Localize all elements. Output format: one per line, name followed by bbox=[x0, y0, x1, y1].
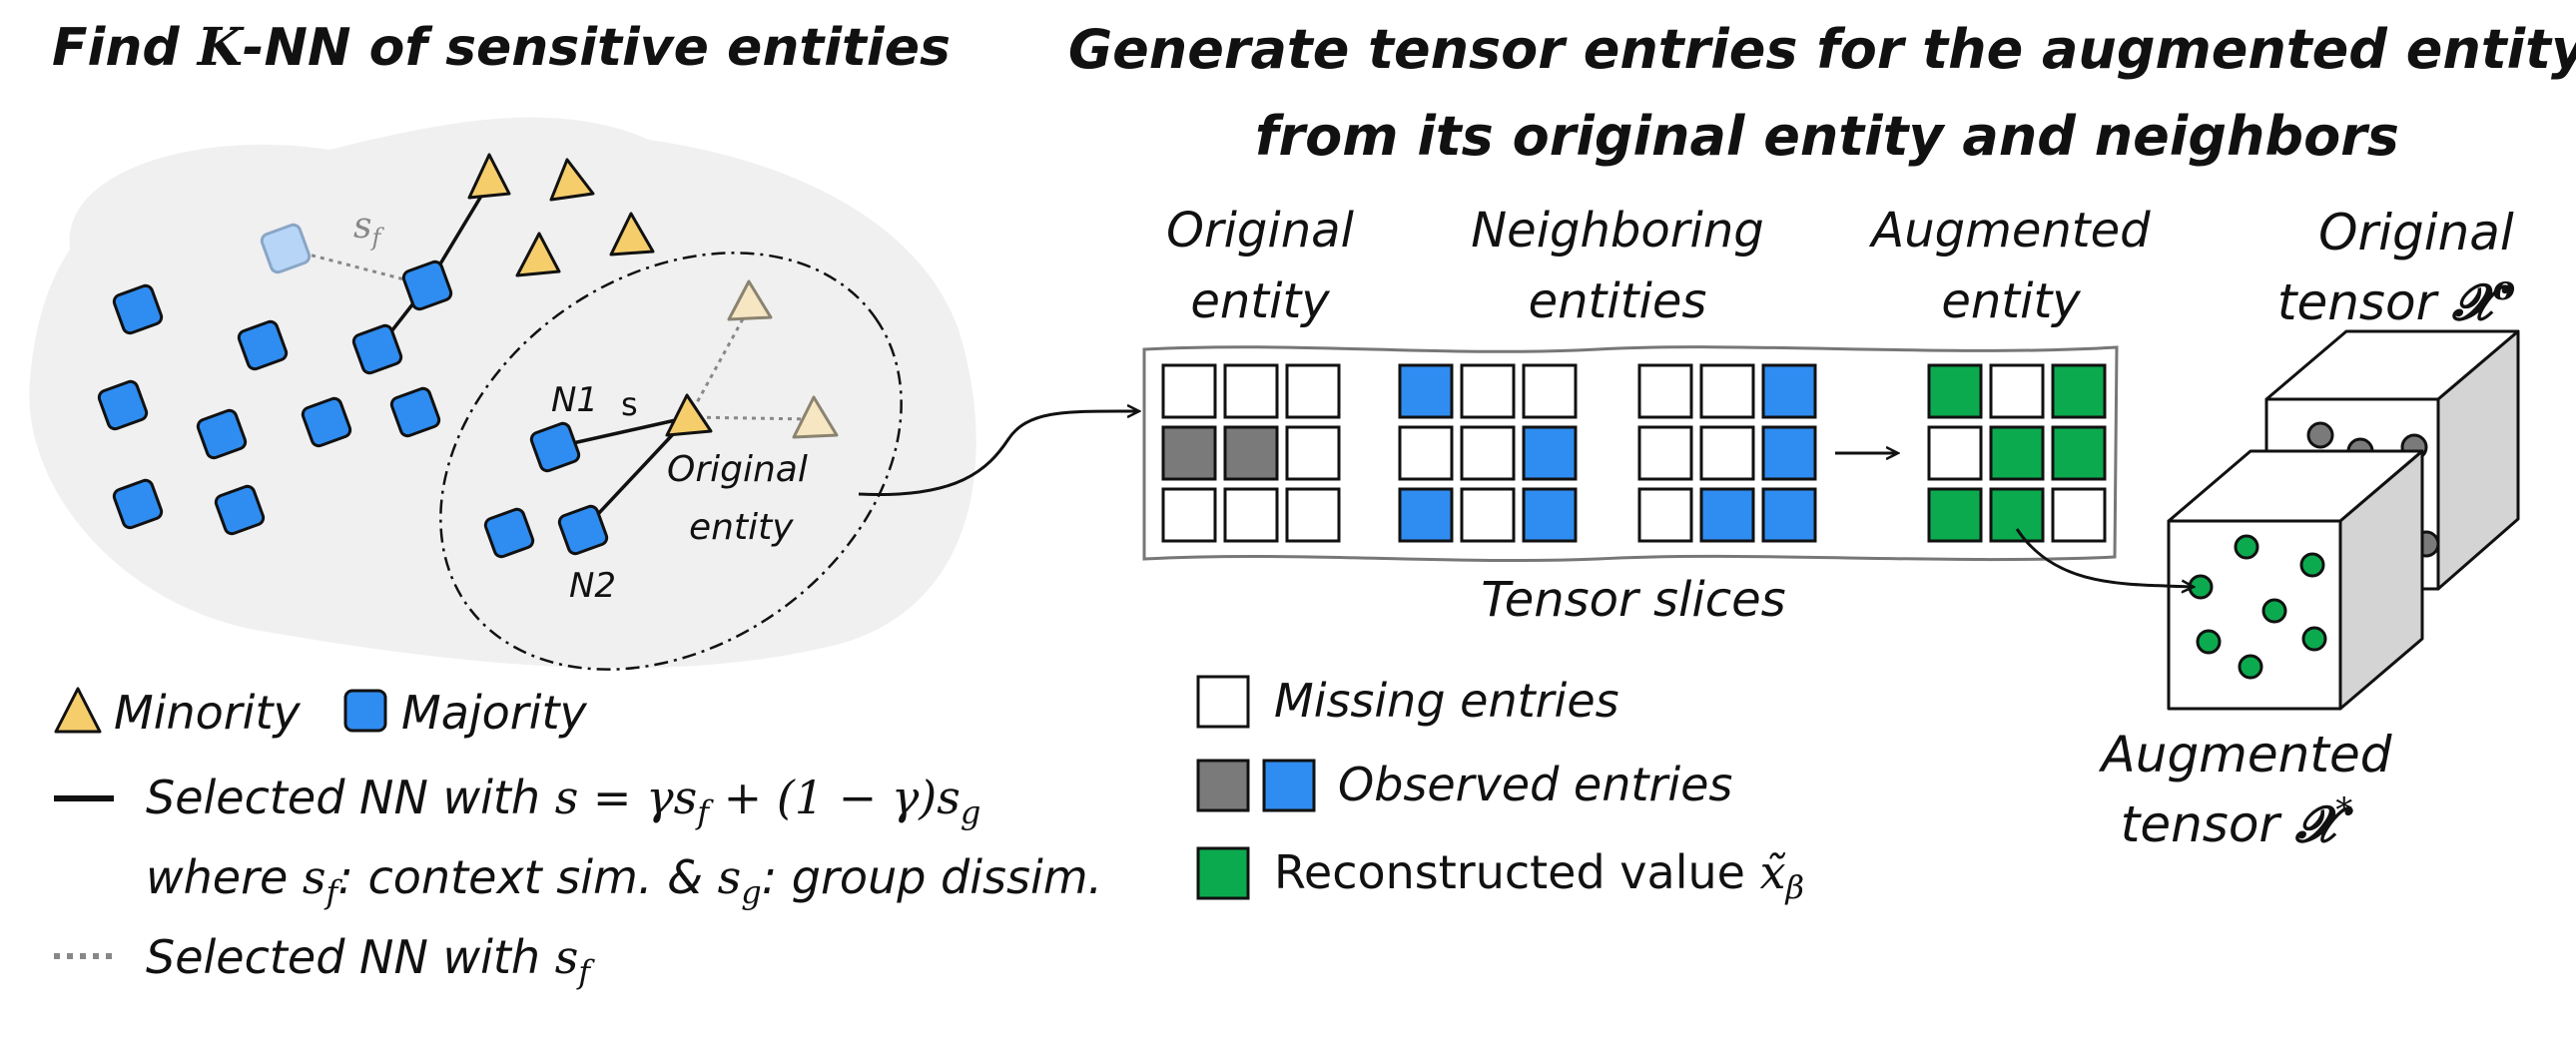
original-tensor-label: Original bbox=[2318, 204, 2514, 261]
knn-neighborhood bbox=[439, 252, 903, 671]
observed-gray-legend-icon bbox=[1196, 759, 1250, 812]
slice-neighbor-1 bbox=[1398, 363, 1578, 543]
n2-label: N2 bbox=[569, 566, 616, 606]
tensor-slices-frame bbox=[1142, 345, 2119, 563]
legend-selected-nn-formula: Selected NN with s = γsf + (1 − γ)sg bbox=[146, 771, 980, 831]
col-original-label-2: entity bbox=[1190, 273, 1330, 329]
augmented-tensor-label: Augmented bbox=[2099, 726, 2392, 783]
slice-neighbor-2 bbox=[1637, 363, 1817, 543]
col-augmented-label-2: entity bbox=[1941, 273, 2081, 329]
minority-legend-label: Minority bbox=[114, 686, 301, 740]
majority-square bbox=[97, 379, 149, 431]
majority-square bbox=[301, 396, 352, 448]
right-title-line1: Generate tensor entries for the augmente… bbox=[1068, 18, 2576, 81]
col-neighboring-label-2: entities bbox=[1529, 273, 1707, 329]
left-title: Find K-NN of sensitive entities bbox=[52, 17, 951, 78]
majority-square bbox=[112, 283, 164, 335]
slice-original bbox=[1161, 363, 1341, 543]
original-entity-label-2: entity bbox=[689, 507, 794, 548]
s-label: s bbox=[621, 385, 638, 423]
col-augmented-label: Augmented bbox=[1868, 203, 2151, 259]
entity-cloud bbox=[29, 117, 976, 669]
minority-legend-icon bbox=[54, 687, 102, 734]
n1-label: N1 bbox=[551, 380, 598, 420]
reconstructed-legend-label: Reconstructed value x̃β bbox=[1274, 845, 1804, 906]
legend-where-line: where sf: context sim. & sg: group dissi… bbox=[146, 850, 1102, 911]
dotted-nn-line bbox=[285, 247, 428, 287]
majority-square bbox=[351, 323, 403, 375]
observed-legend-label: Observed entries bbox=[1338, 758, 1732, 811]
augmented-tensor-cube bbox=[2167, 449, 2424, 711]
augmented-tensor-label-2: tensor 𝓧* bbox=[2121, 790, 2354, 853]
majority-square bbox=[389, 386, 441, 438]
majority-square bbox=[557, 504, 609, 556]
majority-square bbox=[112, 478, 164, 530]
majority-square bbox=[529, 421, 581, 473]
majority-square bbox=[483, 507, 535, 559]
col-original-label: Original bbox=[1166, 203, 1354, 259]
original-tensor-label-2: tensor 𝓧o bbox=[2277, 268, 2515, 331]
majority-legend-icon bbox=[343, 689, 387, 733]
missing-legend-icon bbox=[1196, 675, 1250, 729]
majority-square bbox=[214, 484, 266, 536]
majority-square bbox=[237, 319, 289, 371]
to-slices-arrow bbox=[858, 411, 1138, 497]
faded-minority-triangle bbox=[727, 279, 773, 321]
minority-triangle bbox=[665, 393, 713, 437]
minority-triangle bbox=[549, 158, 595, 202]
minority-triangles bbox=[467, 153, 839, 439]
minority-triangle bbox=[609, 212, 655, 257]
majority-legend-label: Majority bbox=[401, 686, 588, 740]
majority-squares bbox=[97, 223, 609, 559]
legend-selected-nn-sf: Selected NN with sf bbox=[146, 930, 595, 991]
faded-majority-square bbox=[260, 223, 312, 274]
selected-nn-line bbox=[554, 415, 690, 449]
observed-blue-legend-icon bbox=[1262, 759, 1316, 812]
dotted-nn-line bbox=[687, 303, 753, 418]
tensor-slices-label: Tensor slices bbox=[1481, 572, 1785, 628]
reconstructed-legend-icon bbox=[1196, 846, 1250, 900]
original-entity-label: Original bbox=[667, 449, 808, 490]
minority-triangle bbox=[515, 232, 561, 277]
dotted-nn-line bbox=[688, 415, 815, 421]
right-title-line2: from its original entity and neighbors bbox=[1255, 105, 2399, 168]
missing-legend-label: Missing entries bbox=[1274, 674, 1619, 728]
to-tensor-arrow bbox=[2015, 528, 2193, 587]
majority-square bbox=[401, 260, 453, 311]
slice-augmented bbox=[1927, 363, 2107, 543]
majority-square bbox=[196, 408, 248, 460]
minority-triangle bbox=[467, 153, 511, 200]
col-neighboring-label: Neighboring bbox=[1471, 203, 1763, 259]
faded-minority-triangle bbox=[792, 395, 839, 439]
